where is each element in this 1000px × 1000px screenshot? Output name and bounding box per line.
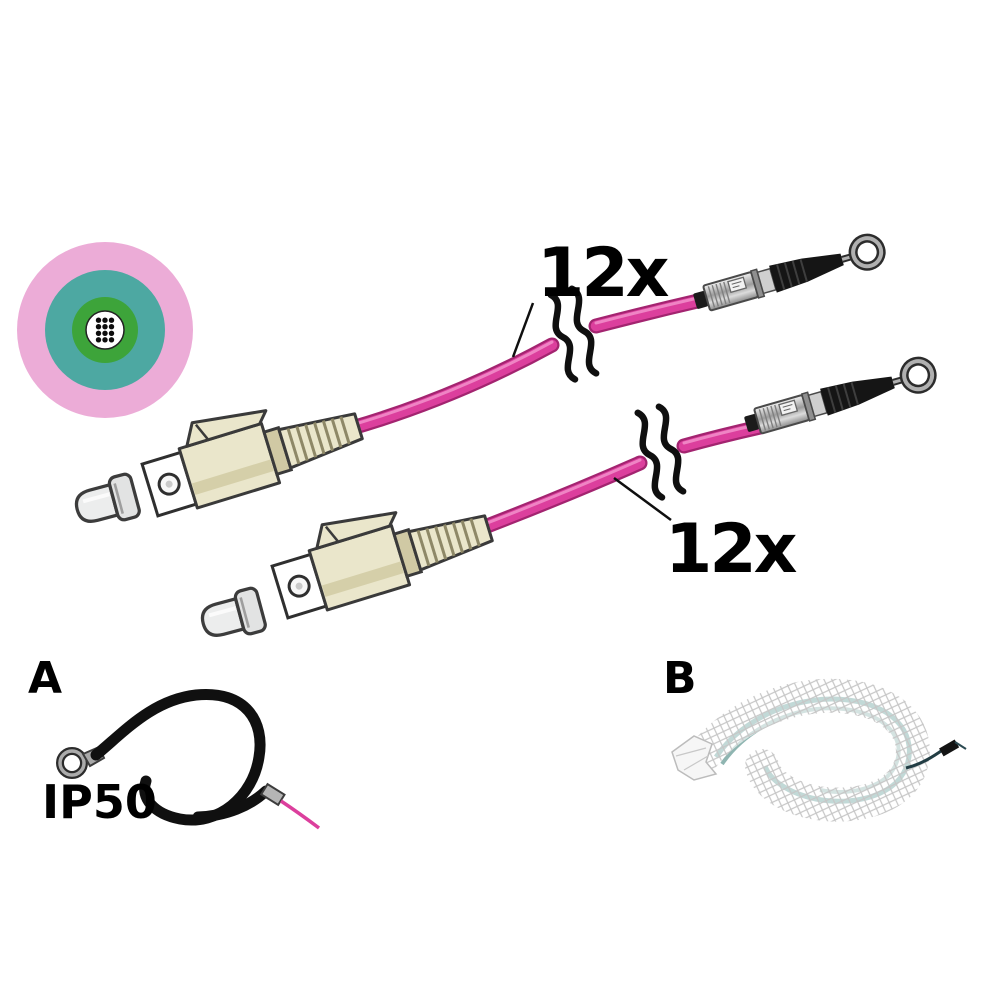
- connector-tip-b: [939, 739, 960, 757]
- lc-connector-bottom: [263, 477, 500, 624]
- fiber-count-label-bottom: 12x: [665, 510, 797, 589]
- ip50-label: IP50: [42, 775, 157, 829]
- fiber-count-label-top: 12x: [537, 234, 669, 313]
- variant-b-figure: B: [663, 653, 967, 822]
- variant-b-label: B: [663, 653, 697, 704]
- fiber-tail-a: [280, 799, 321, 830]
- ferrule-a: [259, 782, 286, 807]
- pulling-eye-loop-a-highlight: [58, 749, 86, 777]
- dust-cap-top: [69, 470, 143, 533]
- variant-a-figure: A IP50: [28, 653, 321, 830]
- mesh-crumpled-end: [671, 735, 718, 781]
- pulling-eye-top: [691, 235, 884, 315]
- cable-break-mark-bottom: [634, 406, 688, 499]
- pulling-eye-bottom: [742, 358, 935, 438]
- leader-line-top: [511, 302, 535, 358]
- mesh-pulling-sock: [683, 678, 930, 822]
- mesh-crumple-lines: [675, 747, 709, 771]
- cross-section-tube: [85, 310, 125, 350]
- leader-line-bottom: [613, 476, 672, 522]
- cable-top: [344, 292, 710, 436]
- cable-cross-section-diagram: [17, 242, 193, 418]
- lc-connector-top: [133, 375, 370, 522]
- protective-tube-loop: [90, 689, 266, 826]
- variant-a-label: A: [28, 653, 62, 704]
- fiber-tip-b: [954, 741, 967, 750]
- dust-cap-bottom: [195, 584, 269, 647]
- fiber-dots: [95, 317, 115, 343]
